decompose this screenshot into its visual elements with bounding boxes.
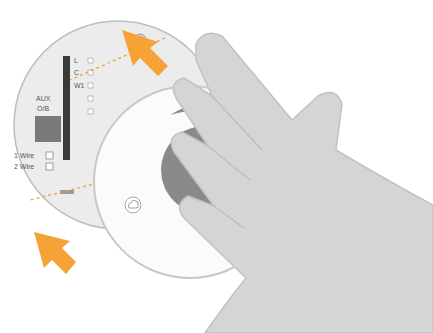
cloud-icon — [125, 197, 141, 213]
direction-arrow — [34, 232, 76, 274]
direction-arrow — [122, 30, 168, 76]
terminal-label: W1 — [74, 82, 85, 89]
wire-switch — [46, 152, 53, 159]
terminals — [88, 58, 93, 114]
finger-lines — [208, 96, 262, 228]
terminal-label: O/B — [37, 105, 49, 112]
wiring-note-box — [35, 116, 61, 142]
wire-mode-label: 2 Wire — [14, 163, 34, 170]
terminal-label: L — [74, 57, 78, 64]
terminal-label: C — [74, 69, 79, 76]
terminal-strip — [63, 56, 70, 160]
terminal-label: AUX — [36, 95, 50, 102]
hand — [171, 33, 433, 333]
wire-mode-label: 1 Wire — [14, 152, 34, 159]
